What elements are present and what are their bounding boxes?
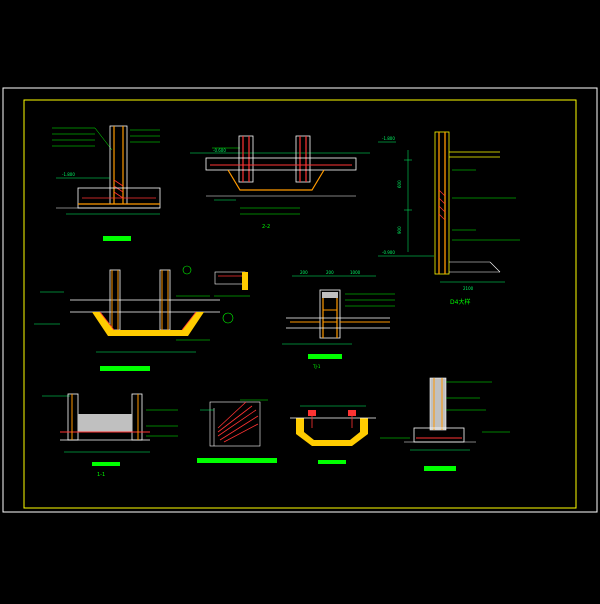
- trench-detail: [290, 405, 376, 464]
- d4-width: 2100: [463, 286, 474, 291]
- rebar-hook-detail: [197, 399, 277, 463]
- d4-depth-3: 900: [397, 226, 402, 234]
- sump-section: [34, 265, 234, 371]
- section-2-2: -0.600 2-2: [190, 135, 370, 230]
- footing-detail: [380, 377, 510, 471]
- d4-bottom-elev: -0.900: [382, 250, 395, 255]
- sheet-border: [2, 87, 598, 513]
- pit-subtitle: TJ-1: [312, 364, 321, 369]
- section-1-1: 1-1: [42, 393, 178, 478]
- wall-elev-label: -1.800: [62, 172, 75, 177]
- pit-dim-3: 1000: [350, 270, 361, 275]
- pit-dim-1: 200: [300, 270, 308, 275]
- s22-subtitle: 2-2: [262, 224, 270, 230]
- s11-subtitle: 1-1: [97, 472, 105, 478]
- d4-depth-2: 600: [397, 180, 402, 188]
- node-detail: [214, 271, 250, 297]
- inner-frame: [23, 99, 577, 509]
- pit-section: 200 200 1000 TJ-1: [282, 270, 395, 369]
- column-elevation-d4: -1.800 600 900 -0.900 2100 D4大样: [378, 131, 520, 306]
- d4-top-elev: -1.800: [382, 136, 395, 141]
- pit-dim-2: 200: [326, 270, 334, 275]
- s22-elev-label: -0.600: [213, 148, 226, 153]
- d4-title: D4大样: [450, 298, 470, 306]
- wall-foundation-detail: -1.800: [52, 125, 161, 241]
